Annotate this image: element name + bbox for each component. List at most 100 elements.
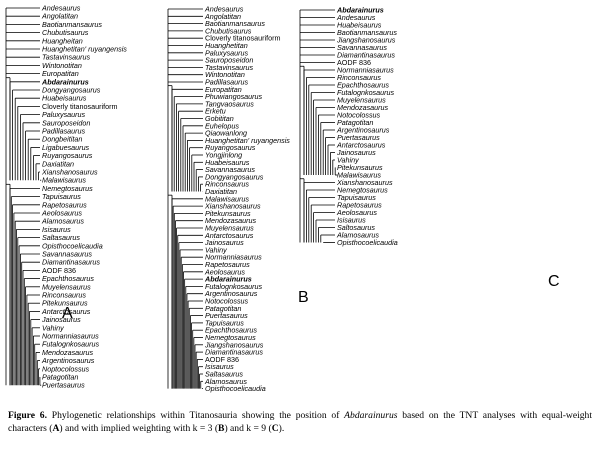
taxon-label: Tastavinsaurus [205,63,253,72]
panel-c-tree: AbdarainurusAndesaurusHuabeisaurusBaotia… [299,6,560,290]
taxon-label: AODF 836 [42,266,76,275]
taxon-label: Daxiatitan [205,187,237,196]
caption-panel-c-ref: C [271,423,279,434]
caption-panel-b-ref: B [218,423,225,434]
taxon-label: Paluxysaurus [205,48,249,57]
taxon-label: Notocolossus [337,111,381,120]
taxon-label: Jainosaurus [204,238,244,247]
taxon-label: Savannasaurus [337,43,387,52]
taxon-label: Argentinosaurus [41,356,95,365]
taxon-label: Cloverly titanosauriform [42,102,118,111]
taxon-label: Vahiny [337,156,359,165]
taxon-label: Nemegtosaurus [205,333,256,342]
taxon-label: Malawisaurus [337,171,381,180]
taxon-label: Andesaurus [41,4,81,13]
taxon-label: Phuwiangosaurus [205,92,263,101]
caption-text-5: ). [278,423,285,434]
taxon-label: Angolatitan [204,12,241,21]
taxon-label: Muyelensaurus [337,96,386,105]
taxon-label: Isisaurus [42,225,71,234]
taxon-label: Argentinosaurus [204,289,258,298]
taxon-label: Andesaurus [336,13,376,22]
taxon-label: Tastavinsaurus [42,53,90,62]
taxon-label: Patagotitan [337,118,373,127]
taxon-label: Dongyangosaurus [42,86,101,95]
taxon-label: Xianshanosaurus [41,168,98,177]
taxon-label: Saltosaurus [337,223,375,232]
taxon-label: Baotianmansaurus [42,20,102,29]
taxon-label: Vahiny [205,245,227,254]
taxon-label: AODF 836 [337,58,371,67]
panel-label: C [548,273,560,290]
taxon-label: Ruyangosaurus [42,151,93,160]
taxon-label: Normanniasaurus [205,253,262,262]
taxon-label: Savannasaurus [205,165,255,174]
taxon-label: Rapetosaurus [42,200,87,209]
taxon-label: Jainosaurus [336,148,376,157]
taxon-label: Rinconsaurus [42,291,86,300]
taxon-label: Angolatitan [41,12,78,21]
taxon-label: Opisthocoelicaudia [42,241,103,250]
taxon-label: Futalognkosaurus [337,88,395,97]
taxon-label: Huanghetitan' ruyangensis [205,136,290,145]
caption-text-3: ) and with implied weighting with k = 3 … [59,423,219,434]
caption-figure-label: Figure 6. [8,410,47,421]
taxon-label: Vahiny [42,323,64,332]
taxon-label: Diamantinasaurus [42,258,100,267]
taxon-label: Epachthosaurus [42,274,94,283]
taxon-label: Normanniasaurus [337,66,394,75]
taxon-label: Tapuisaurus [205,318,244,327]
panel-b-tree: AndesaurusAngolatitanBaotianmansaurusChu… [167,5,309,393]
taxon-label: Epachthosaurus [337,81,389,90]
taxon-label: Futalognkosaurus [205,282,263,291]
taxon-label: Notocolossus [205,297,249,306]
taxon-label: Jiangshanosaurus [336,36,396,45]
taxon-label: Aeolosaurus [336,208,377,217]
taxon-label: Abdarainurus [336,6,384,15]
taxon-label: Xianshanosaurus [204,202,261,211]
taxon-label: Argentinosaurus [336,126,390,135]
taxon-label: Chubutisaurus [205,26,252,35]
taxon-label: Rapetosaurus [337,201,382,210]
taxon-label: Ruyangosaurus [205,143,256,152]
taxon-label: Wintonotitan [42,61,82,70]
taxon-label: Xianshanosaurus [336,178,393,187]
taxon-label: Opisthocoelicaudia [337,238,398,247]
taxon-label: Padillasaurus [205,78,249,87]
taxon-label: Andesaurus [204,5,244,14]
taxon-label: Saltasaurus [42,233,80,242]
taxon-label: AODF 836 [205,355,239,364]
taxon-label: Puertasaurus [42,381,85,390]
taxon-label: Huanghetitan [205,41,248,50]
taxon-label: Alamosaurus [41,217,84,226]
taxon-label: Abdarainurus [204,275,252,284]
taxon-label: Isisaurus [337,216,366,225]
taxon-label: Epachthosaurus [205,326,257,335]
taxon-label: Antarctosaurus [336,141,386,150]
taxon-label: Huabeisaurus [205,158,250,167]
caption-panel-a-ref: A [52,423,60,434]
taxon-label: Mendozasaurus [205,216,257,225]
panel-a-tree: AndesaurusAngolatitanBaotianmansaurusChu… [5,4,127,390]
taxon-label: Tapuisaurus [337,193,376,202]
taxon-label: Europatitan [205,85,242,94]
taxon-label: Aeolosaurus [204,267,245,276]
taxon-label: Pitekunsaurus [42,299,88,308]
taxon-label: Nemegtosaurus [42,184,93,193]
taxon-label: Diamantinasaurus [337,51,395,60]
taxon-label: Jainosaurus [41,315,81,324]
taxon-label: Diamantinasaurus [205,348,263,357]
caption-text-4: ) and k = 9 ( [224,423,272,434]
panel-label: B [298,289,309,306]
taxon-label: Opisthocoelicaudia [205,384,266,393]
taxon-label: Gobititan [205,114,234,123]
taxon-label: Jiangshanosaurus [204,340,264,349]
taxon-label: Tapuisaurus [42,192,81,201]
taxon-label: Alamosaurus [204,377,247,386]
taxon-label: Yongjinlong [205,151,242,160]
caption-taxon: Abdarainurus [344,410,398,421]
taxon-label: Erketu [205,107,226,116]
taxon-label: Isisaurus [205,362,234,371]
taxon-label: Paluxysaurus [42,110,86,119]
taxon-label: Cloverly titanosauriform [205,34,281,43]
